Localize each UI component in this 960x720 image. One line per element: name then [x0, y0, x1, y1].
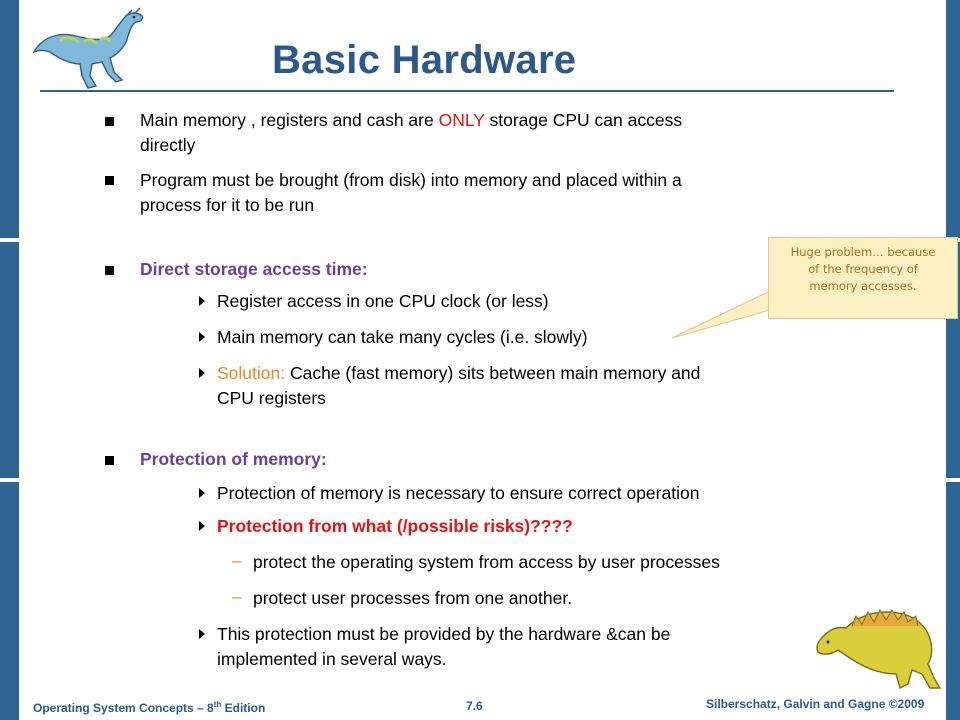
title-underline	[40, 90, 894, 92]
right-border-bar	[946, 0, 960, 720]
solution-item-line1: Solution: Cache (fast memory) sits betwe…	[217, 363, 701, 383]
hardware-protection-line1: This protection must be provided by the …	[217, 624, 671, 644]
callout-text: Huge problem… because of the frequency o…	[790, 245, 936, 293]
footer-authors: Silberschatz, Galvin and Gagne ©2009	[706, 697, 925, 711]
bullet-memory-line2: directly	[140, 135, 196, 155]
callout-box	[768, 237, 958, 319]
arrow-bullet-icon	[199, 296, 205, 306]
dinosaur-footer-icon	[816, 608, 942, 690]
register-access-item: Register access in one CPU clock (or les…	[217, 291, 549, 311]
footer-page-number: 7.6	[466, 699, 483, 713]
risk-item-os: protect the operating system from access…	[253, 552, 720, 572]
bullet-program-line2: process for it to be run	[140, 195, 315, 215]
bullet-program-line1: Program must be brought (from disk) into…	[140, 170, 682, 190]
dash-bullet: –	[232, 587, 242, 606]
bullet-memory-line1: Main memory , registers and cash are ONL…	[140, 110, 683, 130]
arrow-bullet-icon	[199, 332, 205, 342]
risk-item-user: protect user processes from one another.	[253, 588, 573, 608]
square-bullet-icon	[105, 176, 114, 185]
direct-access-heading: Direct storage access time:	[140, 259, 368, 279]
footer-book-title: Operating System Concepts – 8th Edition	[33, 700, 266, 715]
solution-item-line2: CPU registers	[217, 388, 326, 408]
left-border-bar	[0, 0, 19, 720]
dash-bullet: –	[232, 551, 242, 570]
protection-heading: Protection of memory:	[140, 449, 327, 469]
square-bullet-icon	[105, 266, 114, 275]
square-bullet-icon	[105, 456, 114, 465]
dinosaur-logo-icon	[32, 7, 144, 89]
protection-necessary-item: Protection of memory is necessary to ens…	[217, 483, 700, 503]
arrow-bullet-icon	[199, 629, 205, 639]
arrow-bullet-icon	[199, 488, 205, 498]
main-memory-item: Main memory can take many cycles (i.e. s…	[217, 327, 588, 347]
arrow-bullet-icon	[199, 521, 205, 531]
square-bullet-icon	[105, 117, 114, 126]
arrow-bullet-icon	[199, 368, 205, 378]
slide-title: Basic Hardware	[272, 38, 577, 82]
protection-from-what-item: Protection from what (/possible risks)??…	[217, 516, 573, 536]
hardware-protection-line2: implemented in several ways.	[217, 649, 447, 669]
callout-pointer	[671, 290, 771, 339]
